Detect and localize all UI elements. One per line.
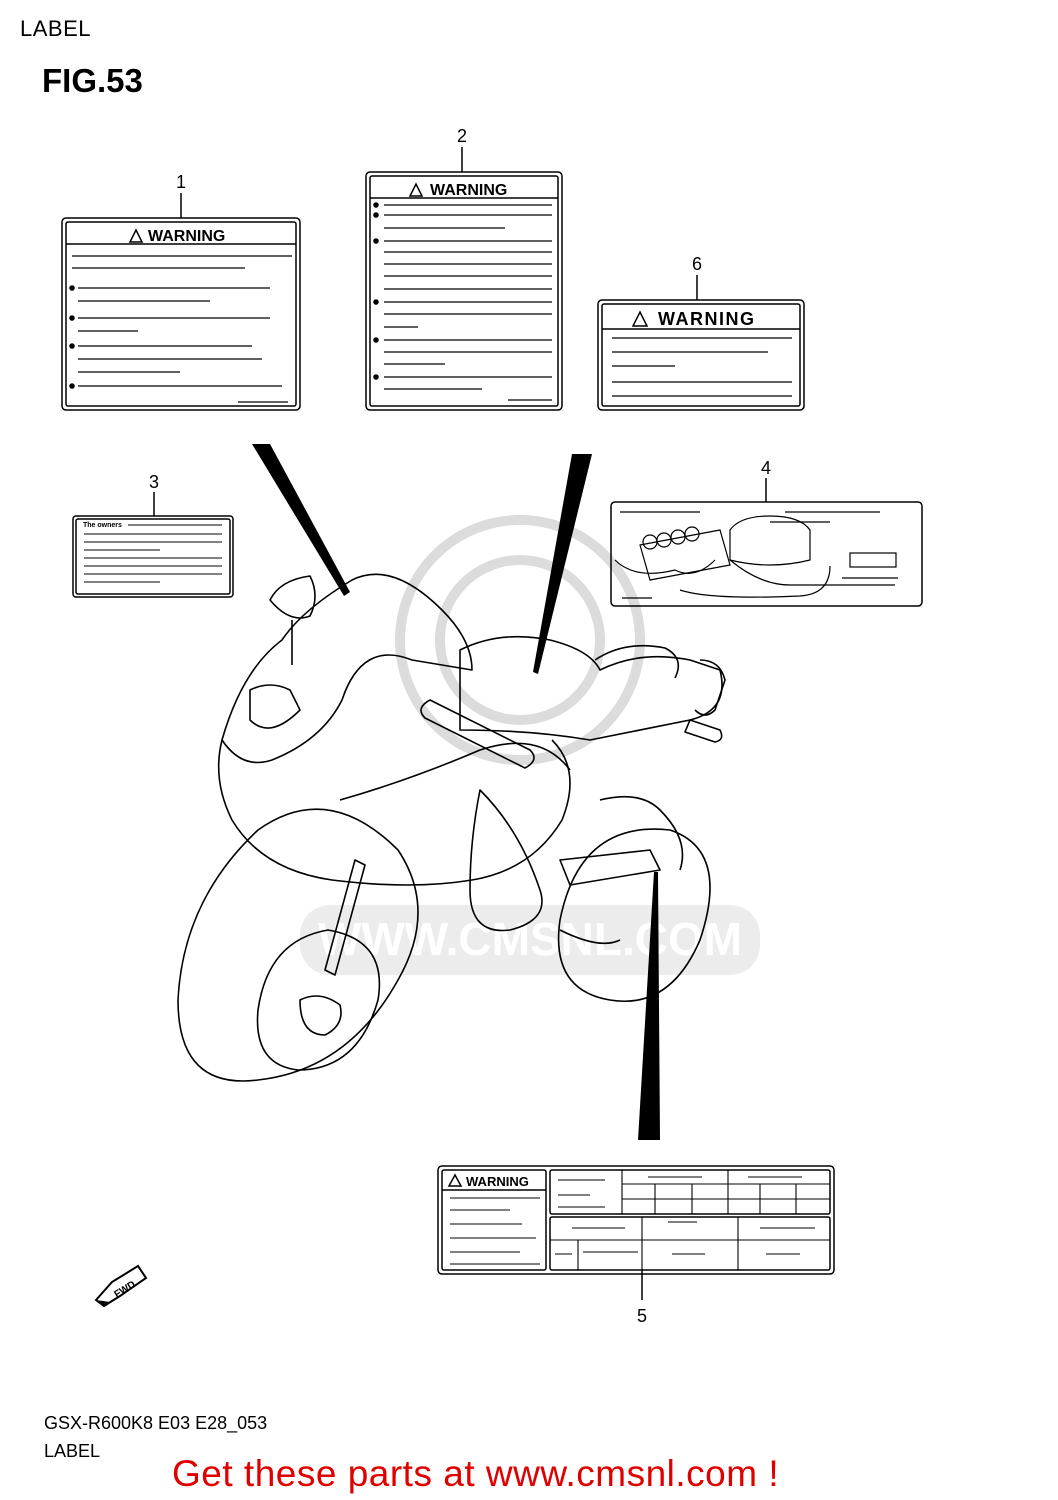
label-5[interactable] — [437, 1165, 835, 1300]
callout-6: 6 — [692, 254, 702, 274]
pointer-wedges — [252, 444, 660, 1140]
callout-1: 1 — [176, 172, 186, 192]
section-label: LABEL — [20, 16, 91, 41]
label-3-heading: The owners — [83, 522, 122, 529]
label-4[interactable] — [610, 478, 923, 607]
label-6-heading: WARNING — [658, 309, 756, 329]
callout-2: 2 — [457, 126, 467, 146]
watermark-text: WWW.CMSNL.COM — [318, 913, 742, 965]
promo-link[interactable]: Get these parts at www.cmsnl.com ! — [172, 1453, 780, 1494]
callout-4: 4 — [761, 458, 771, 478]
bottom-label: LABEL — [44, 1441, 101, 1461]
label-3[interactable] — [72, 492, 234, 598]
label-1-heading: WARNING — [148, 228, 225, 245]
fwd-arrow-icon: FWD — [94, 1264, 148, 1308]
label-2[interactable] — [365, 147, 563, 411]
label-5-heading: WARNING — [466, 1174, 529, 1189]
motorcycle-illustration — [177, 573, 726, 1082]
label-1[interactable] — [61, 193, 301, 411]
callout-5: 5 — [637, 1306, 647, 1326]
label-6[interactable] — [597, 275, 805, 411]
watermark: WWW.CMSNL.COM — [300, 515, 760, 975]
figure-title: FIG.53 — [42, 62, 143, 99]
model-code: GSX-R600K8 E03 E28_053 — [44, 1413, 268, 1433]
callout-3: 3 — [149, 472, 159, 492]
label-2-heading: WARNING — [430, 182, 507, 199]
